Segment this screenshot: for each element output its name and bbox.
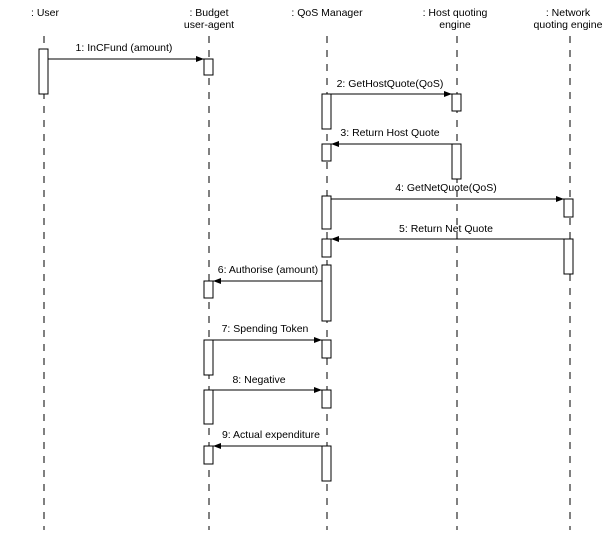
participant-host-quoting-engine[interactable]: : Host quoting engine (423, 7, 488, 31)
activation-user-1 (38, 48, 49, 95)
message-5[interactable]: 5: Return Net Quote (331, 223, 564, 242)
participant-user-label: : User (31, 7, 60, 19)
message-8-arrowhead (314, 387, 322, 393)
activation-qos-5 (321, 264, 332, 322)
message-1-arrowhead (196, 56, 204, 62)
activation-budget-3 (203, 339, 214, 376)
activation-host-2 (451, 143, 462, 180)
participant-budget-label-line2: user-agent (184, 19, 234, 31)
activation-qos-8 (321, 445, 332, 482)
message-7-label: 7: Spending Token (222, 323, 309, 335)
activation-network-1 (563, 198, 574, 218)
message-2[interactable]: 2: GetHostQuote(QoS) (331, 78, 452, 97)
activation-budget-1 (203, 58, 214, 76)
message-7[interactable]: 7: Spending Token (213, 323, 322, 343)
participant-host-label-line1: : Host quoting (423, 7, 488, 19)
activation-budget-5 (203, 445, 214, 465)
message-4[interactable]: 4: GetNetQuote(QoS) (331, 182, 564, 202)
activation-network-2 (563, 238, 574, 275)
participant-host-label-line2: engine (439, 19, 471, 31)
message-3-label: 3: Return Host Quote (340, 127, 439, 139)
participant-network-quoting-engine[interactable]: : Network quoting engine (534, 7, 603, 31)
participant-qos-label: : QoS Manager (291, 7, 363, 19)
message-7-arrowhead (314, 337, 322, 343)
activation-qos-3 (321, 195, 332, 230)
message-5-label: 5: Return Net Quote (399, 223, 493, 235)
activation-qos-1 (321, 93, 332, 130)
participant-budget-label-line1: : Budget (189, 7, 228, 19)
activation-qos-4 (321, 238, 332, 258)
message-3[interactable]: 3: Return Host Quote (331, 127, 452, 147)
activation-host-1 (451, 93, 462, 112)
activation-budget-2 (203, 280, 214, 299)
participant-qos-manager[interactable]: : QoS Manager (291, 7, 363, 19)
participant-budget-user-agent[interactable]: : Budget user-agent (184, 7, 234, 31)
message-9-label: 9: Actual expenditure (222, 429, 320, 441)
message-9-arrowhead (213, 443, 221, 449)
activation-qos-7 (321, 389, 332, 409)
participant-network-label-line2: quoting engine (534, 19, 603, 31)
message-8[interactable]: 8: Negative (213, 374, 322, 393)
message-4-arrowhead (556, 196, 564, 202)
message-2-label: 2: GetHostQuote(QoS) (337, 78, 444, 90)
activation-budget-4 (203, 389, 214, 425)
message-5-arrowhead (331, 236, 339, 242)
message-6[interactable]: 6: Authorise (amount) (213, 264, 322, 284)
activation-qos-6 (321, 339, 332, 359)
participant-network-label-line1: : Network (546, 7, 591, 19)
message-6-arrowhead (213, 278, 221, 284)
message-1-label: 1: InCFund (amount) (76, 42, 173, 54)
message-8-label: 8: Negative (232, 374, 285, 386)
message-1[interactable]: 1: InCFund (amount) (48, 42, 204, 62)
message-9[interactable]: 9: Actual expenditure (213, 429, 322, 449)
participant-user[interactable]: : User (31, 7, 60, 19)
message-2-arrowhead (444, 91, 452, 97)
message-3-arrowhead (331, 141, 339, 147)
message-4-label: 4: GetNetQuote(QoS) (395, 182, 497, 194)
activation-qos-2 (321, 143, 332, 162)
message-6-label: 6: Authorise (amount) (218, 264, 318, 276)
